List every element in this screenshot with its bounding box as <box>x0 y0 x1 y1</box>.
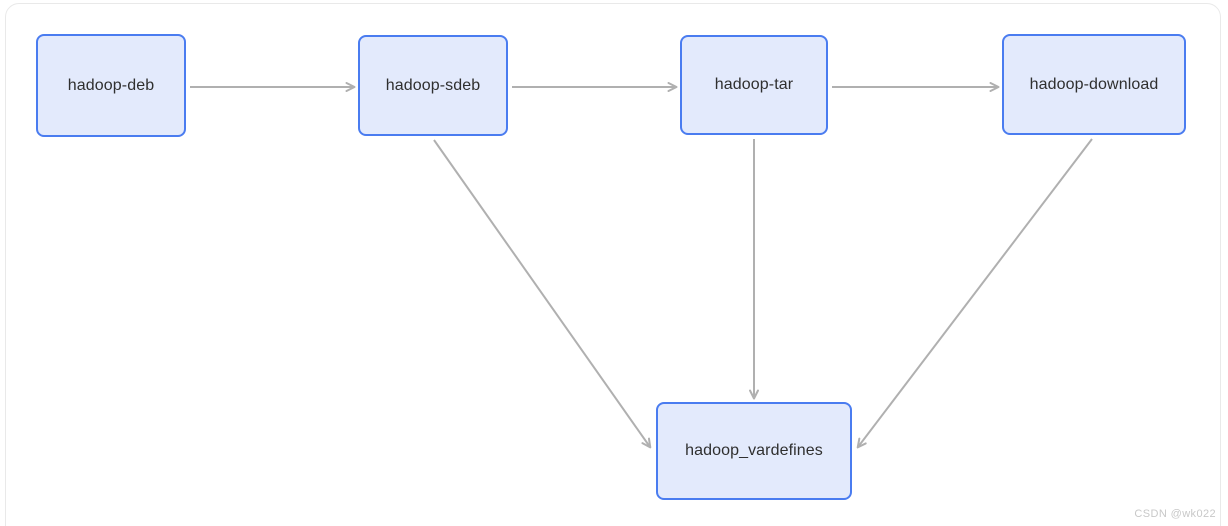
node-label-hadoop-tar: hadoop-tar <box>714 76 794 93</box>
node-hadoop-deb[interactable]: hadoop-deb <box>36 34 186 137</box>
node-label-hadoop_vardefines: hadoop_vardefines <box>685 442 823 459</box>
edge-hadoop-download-to-hadoop_vardefines <box>856 138 1093 449</box>
node-hadoop-download[interactable]: hadoop-download <box>1002 34 1186 135</box>
node-hadoop-tar[interactable]: hadoop-tar <box>680 35 828 135</box>
node-hadoop_vardefines[interactable]: hadoop_vardefines <box>656 402 852 500</box>
node-label-hadoop-download: hadoop-download <box>1029 75 1159 93</box>
edge-hadoop-sdeb-to-hadoop_vardefines <box>433 139 652 449</box>
watermark: CSDN @wk022 <box>1134 508 1216 520</box>
node-label-hadoop-deb: hadoop-deb <box>67 76 155 94</box>
node-hadoop-sdeb[interactable]: hadoop-sdeb <box>358 35 508 136</box>
node-label-hadoop-sdeb: hadoop-sdeb <box>385 76 481 94</box>
